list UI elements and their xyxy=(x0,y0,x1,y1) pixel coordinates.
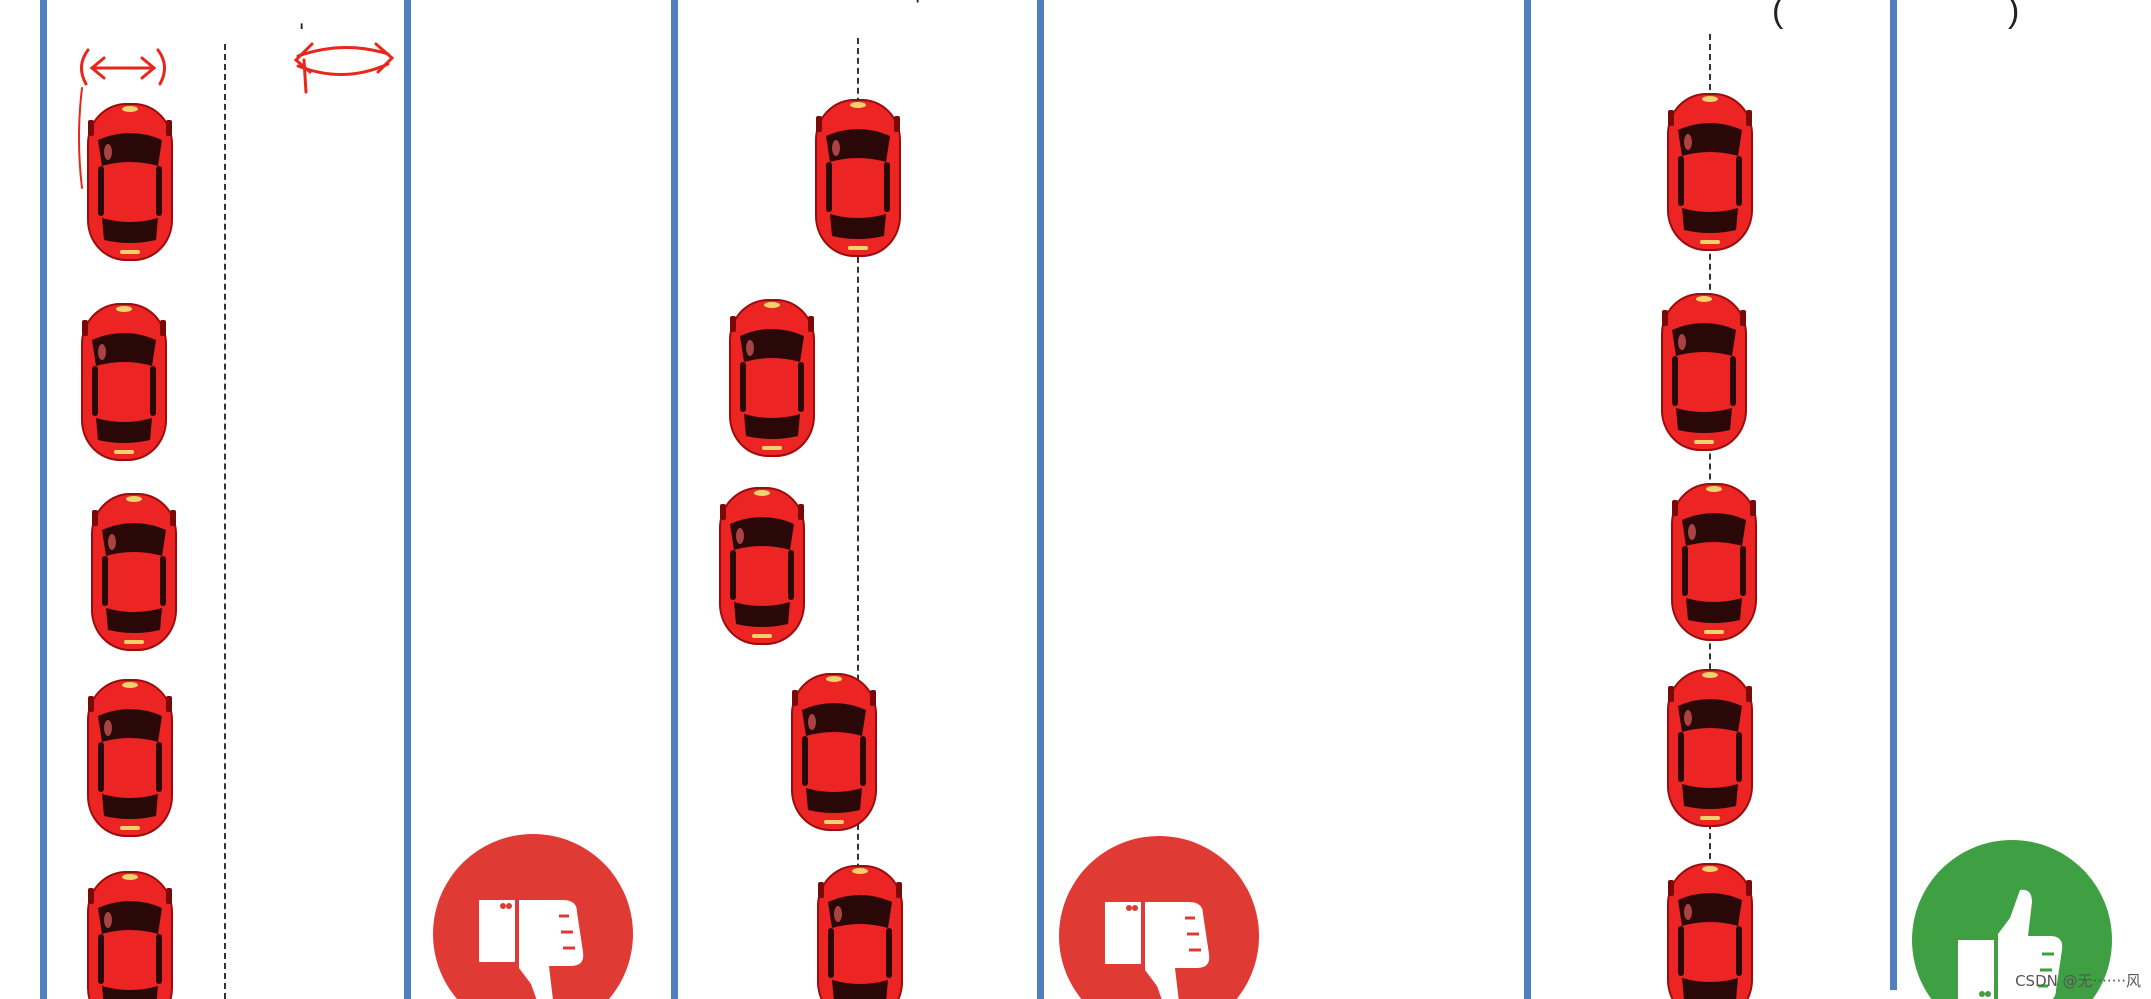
car-icon xyxy=(78,300,170,464)
lane-boundary-line xyxy=(40,0,47,999)
car-icon xyxy=(726,296,818,460)
lane-boundary-line xyxy=(1037,0,1044,999)
lane-boundary-line xyxy=(404,0,411,999)
header-fragment: ) xyxy=(2008,0,2019,31)
car-icon xyxy=(84,100,176,264)
car-icon xyxy=(1658,290,1750,454)
car-icon xyxy=(716,484,808,648)
car-icon xyxy=(88,490,180,654)
car-icon xyxy=(1668,480,1760,644)
thumbs-down-icon xyxy=(473,892,593,999)
lane-center-dashed-line xyxy=(224,44,226,999)
header-fragment: ( xyxy=(1772,0,1783,31)
car-icon xyxy=(812,96,904,260)
thumbs-down-badge xyxy=(433,834,633,999)
header-fragment: ˈ xyxy=(912,0,923,31)
lane-boundary-line xyxy=(671,0,678,999)
thumbs-down-icon xyxy=(1099,894,1219,999)
car-icon xyxy=(84,676,176,840)
header-fragment: ˌ xyxy=(296,0,307,31)
car-icon xyxy=(788,670,880,834)
car-icon xyxy=(814,862,906,999)
car-icon xyxy=(84,868,176,999)
car-icon xyxy=(1664,90,1756,254)
double-arrow-icon xyxy=(284,30,404,100)
lane-boundary-line xyxy=(1524,0,1531,999)
car-icon xyxy=(1664,666,1756,830)
lane-boundary-line xyxy=(1890,0,1897,990)
watermark: CSDN @无·······风 xyxy=(2015,970,2141,991)
thumbs-down-badge xyxy=(1059,836,1259,999)
car-icon xyxy=(1664,860,1756,999)
